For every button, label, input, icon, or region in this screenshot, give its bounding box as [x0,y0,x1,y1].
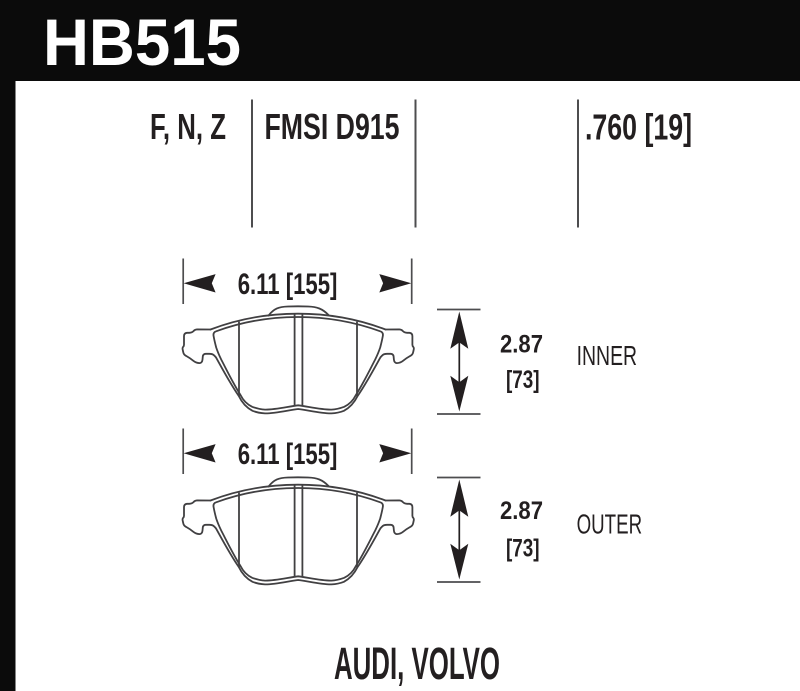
svg-text:[73]: [73] [506,534,540,562]
svg-text:INNER: INNER [577,340,638,371]
svg-text:AUDI, VOLVO: AUDI, VOLVO [334,638,500,689]
svg-text:OUTER: OUTER [577,508,643,539]
svg-text:HB515: HB515 [43,6,241,79]
svg-text:F, N, Z: F, N, Z [150,106,226,147]
svg-text:2.87: 2.87 [500,497,543,525]
svg-text:FMSI D915: FMSI D915 [265,106,400,147]
svg-text:[73]: [73] [506,366,540,394]
svg-text:2.87: 2.87 [500,331,543,359]
svg-text:.760 [19]: .760 [19] [585,106,692,147]
